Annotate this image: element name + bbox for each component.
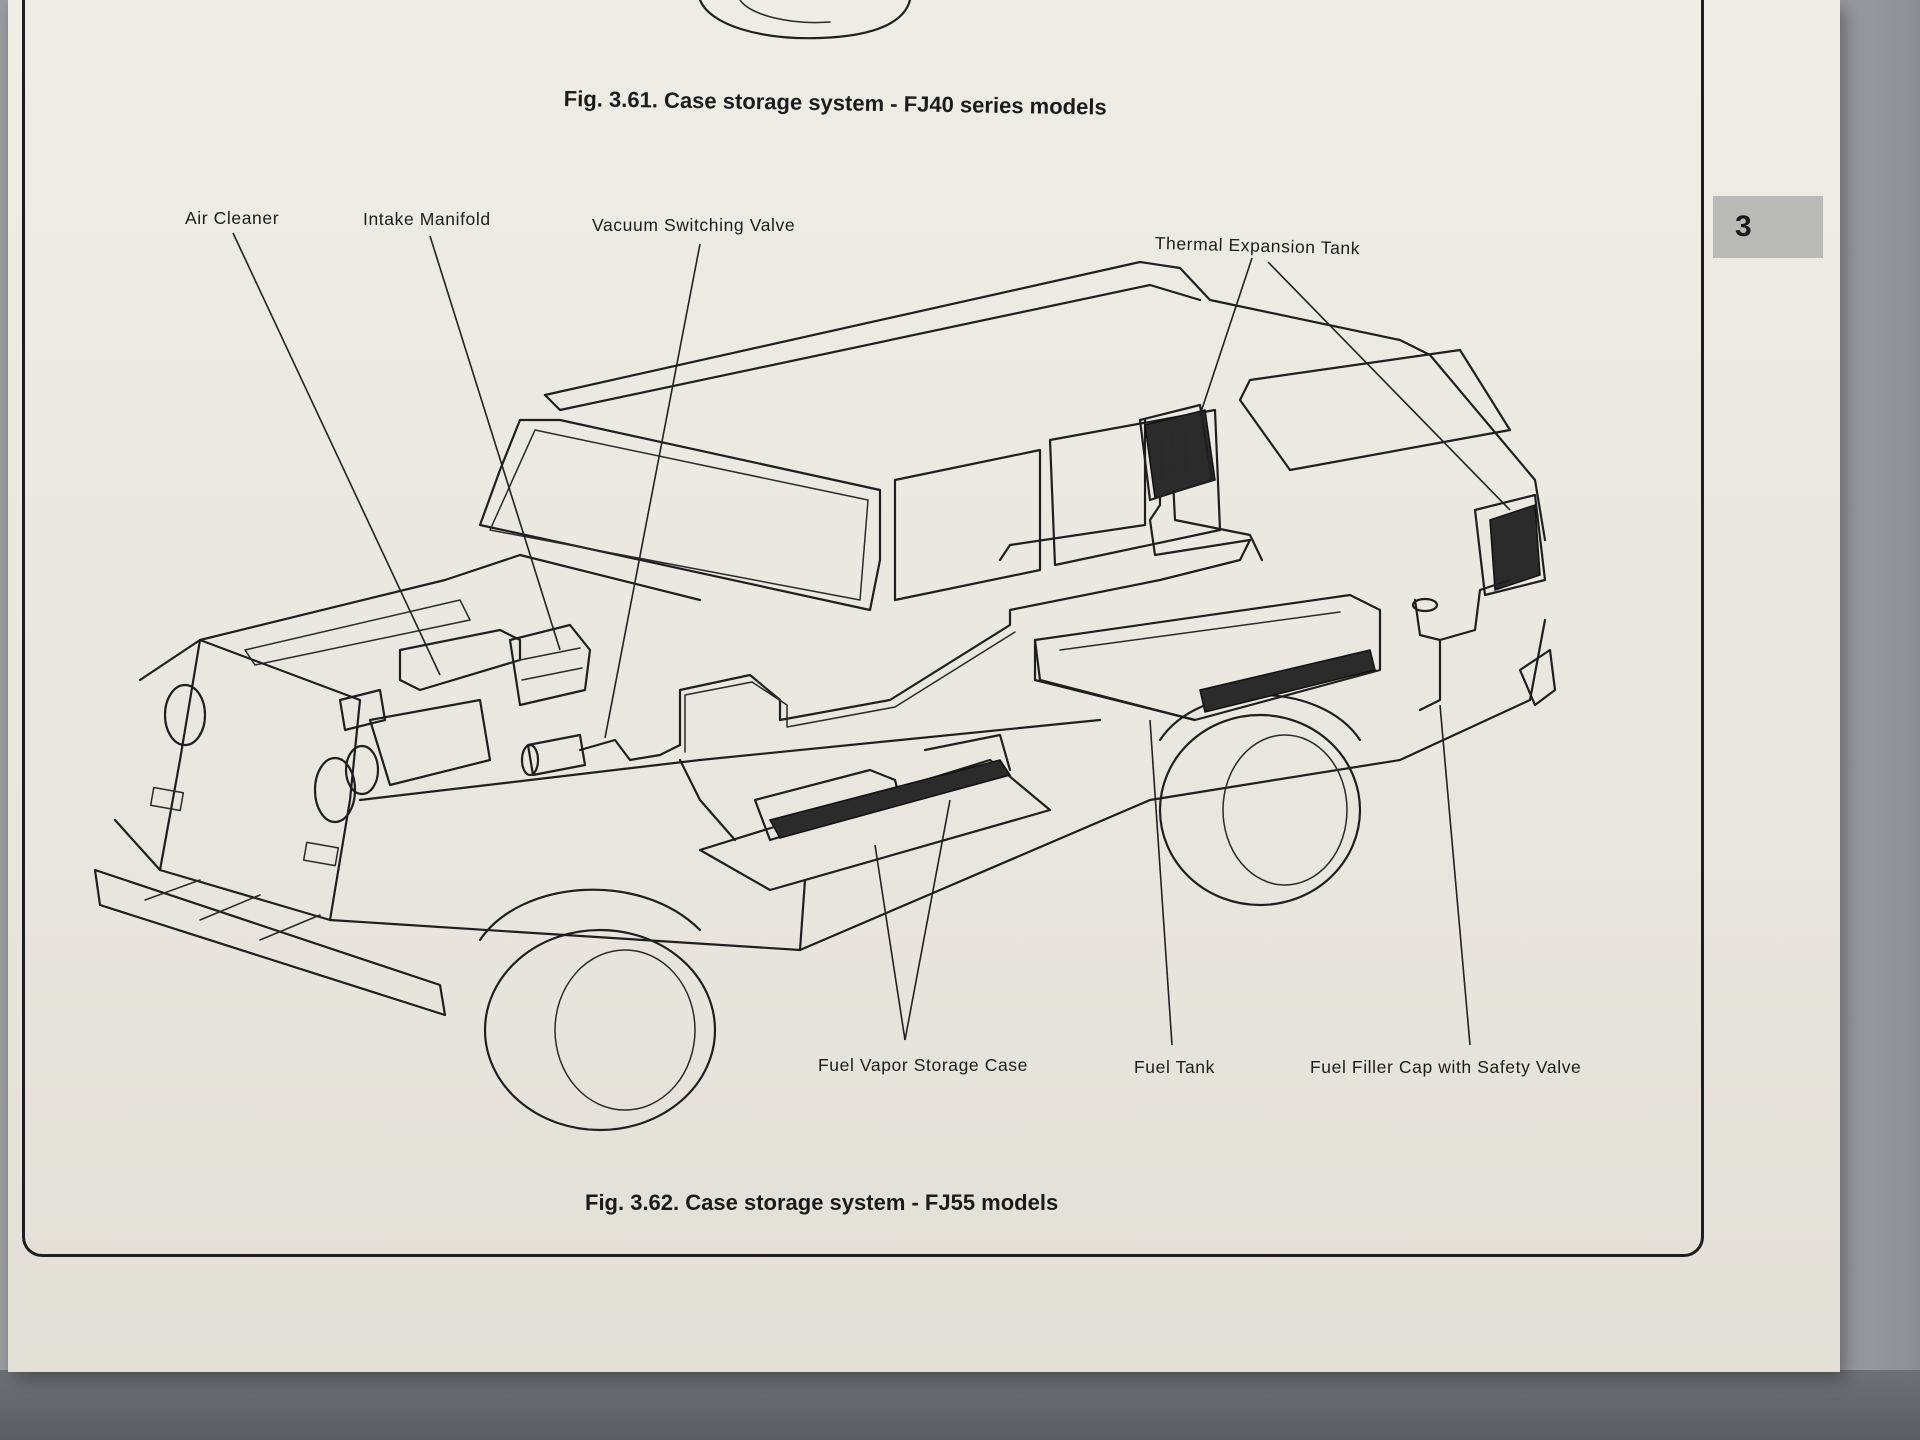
figure-frame (22, 0, 1704, 1257)
vacuum-switching-valve-part (520, 733, 682, 777)
leader-thermal-tank-right (1267, 261, 1511, 511)
left-headlight (163, 683, 207, 747)
label-fuel-filler-cap: Fuel Filler Cap with Safety Valve (1310, 1057, 1582, 1077)
leader-air-cleaner (232, 232, 441, 676)
intake-manifold-part (508, 623, 592, 707)
label-air-cleaner: Air Cleaner (185, 208, 280, 228)
leader-fuel-tank (1149, 719, 1173, 1046)
leader-vapor-case-b (904, 799, 951, 1041)
chapter-tab-number: 3 (1735, 210, 1752, 243)
vapor-line (678, 418, 1252, 747)
rear-wheel (1158, 713, 1362, 907)
rear-bumper (1518, 648, 1557, 707)
fuel-tank (1033, 593, 1382, 722)
leader-intake-manifold (429, 235, 561, 651)
label-fuel-tank: Fuel Tank (1134, 1057, 1215, 1077)
leader-lines (232, 232, 1511, 1046)
thermal-expansion-tank-left (1138, 403, 1216, 502)
fuel-vapor-storage-case (698, 733, 1052, 892)
figure-caption-3-62: Fig. 3.62. Case storage system - FJ55 mo… (585, 1190, 1059, 1215)
label-vacuum-switching-valve: Vacuum Switching Valve (592, 215, 796, 235)
thermal-expansion-tank-right (1473, 493, 1547, 597)
chapter-tab: 3 (1713, 196, 1823, 258)
right-headlight (313, 756, 357, 824)
front-bumper (93, 868, 447, 1017)
vehicle-body (93, 260, 1557, 1132)
leader-vacuum-switching-valve (604, 243, 701, 739)
leader-thermal-tank-left (1199, 257, 1253, 416)
fuel-filler-pipe (1411, 578, 1512, 712)
manual-page: 3 (8, 0, 1840, 1372)
label-intake-manifold: Intake Manifold (363, 209, 491, 229)
leader-vapor-case-a (874, 844, 906, 1041)
leader-fuel-filler-cap (1439, 704, 1471, 1046)
previous-figure-remnant (698, 0, 912, 40)
background-fabric-bottom (0, 1370, 1920, 1440)
label-fuel-vapor-storage-case: Fuel Vapor Storage Case (818, 1055, 1028, 1075)
front-wheel (483, 928, 717, 1132)
